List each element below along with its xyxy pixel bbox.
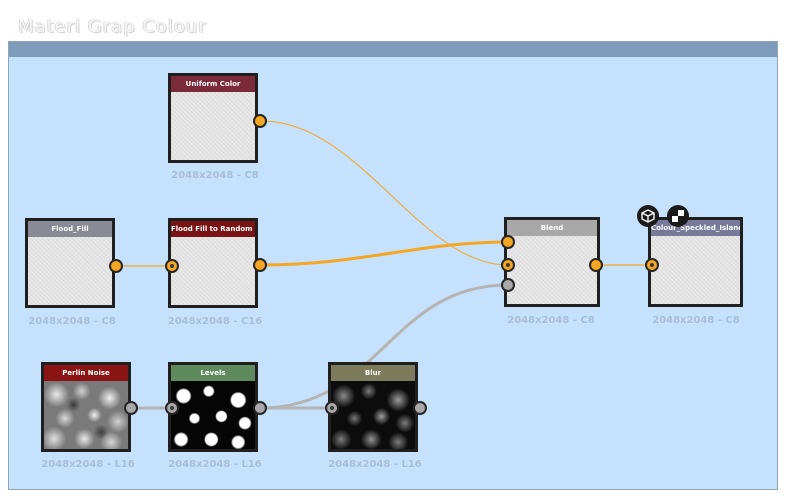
node-title: Flood Fill to Random Co... <box>171 221 255 237</box>
node-title: Blend <box>507 220 597 236</box>
input-port-foreground[interactable] <box>501 235 515 249</box>
node-preview <box>331 381 415 449</box>
node-colour-speckled-islands[interactable]: Colour_Speckled_Islands <box>648 217 743 307</box>
node-caption: 2048x2048 - C16 <box>167 316 263 327</box>
node-preview <box>28 237 112 305</box>
output-port[interactable] <box>109 259 123 273</box>
node-flood-fill-random[interactable]: Flood Fill to Random Co... <box>168 218 258 308</box>
node-preview <box>171 381 255 449</box>
input-port-background[interactable] <box>501 258 515 272</box>
checker-icon[interactable] <box>667 205 689 227</box>
window-title: Materi Grap Colour <box>18 16 207 37</box>
output-port[interactable] <box>413 401 427 415</box>
output-port[interactable] <box>124 401 138 415</box>
cube-icon[interactable] <box>637 205 659 227</box>
node-title: Colour_Speckled_Islands <box>651 220 740 236</box>
node-flood-fill[interactable]: Flood_Fill <box>25 218 115 308</box>
node-caption: 2048x2048 - C8 <box>28 316 116 327</box>
node-title: Perlin Noise <box>44 365 128 381</box>
input-port-mask[interactable] <box>501 278 515 292</box>
input-port[interactable] <box>325 401 339 415</box>
output-port[interactable] <box>253 258 267 272</box>
node-perlin-noise[interactable]: Perlin Noise <box>41 362 131 452</box>
node-preview <box>507 236 597 304</box>
node-preview <box>171 237 255 305</box>
node-blend[interactable]: Blend <box>504 217 600 307</box>
node-caption: 2048x2048 - C8 <box>171 170 259 181</box>
node-caption: 2048x2048 - C8 <box>652 315 740 326</box>
input-port[interactable] <box>165 259 179 273</box>
node-caption: 2048x2048 - L16 <box>41 459 135 470</box>
output-port[interactable] <box>253 401 267 415</box>
canvas-header-bar <box>9 42 777 57</box>
node-caption: 2048x2048 - L16 <box>328 459 422 470</box>
wire-random-to-blend <box>261 240 509 267</box>
node-caption: 2048x2048 - C8 <box>507 315 595 326</box>
output-port[interactable] <box>253 114 267 128</box>
node-title: Uniform Color <box>171 76 255 92</box>
node-title: Flood_Fill <box>28 221 112 237</box>
node-levels[interactable]: Levels <box>168 362 258 452</box>
input-port[interactable] <box>645 258 659 272</box>
node-title: Levels <box>171 365 255 381</box>
output-port[interactable] <box>589 258 603 272</box>
wire-levels-to-blend <box>259 283 509 410</box>
node-blur[interactable]: Blur <box>328 362 418 452</box>
node-preview <box>171 92 255 160</box>
input-port[interactable] <box>165 401 179 415</box>
node-preview <box>651 236 740 304</box>
wire-uniform-to-blend <box>261 120 509 266</box>
node-caption: 2048x2048 - L16 <box>168 459 262 470</box>
node-title: Blur <box>331 365 415 381</box>
node-uniform-color[interactable]: Uniform Color <box>168 73 258 163</box>
node-preview <box>44 381 128 449</box>
